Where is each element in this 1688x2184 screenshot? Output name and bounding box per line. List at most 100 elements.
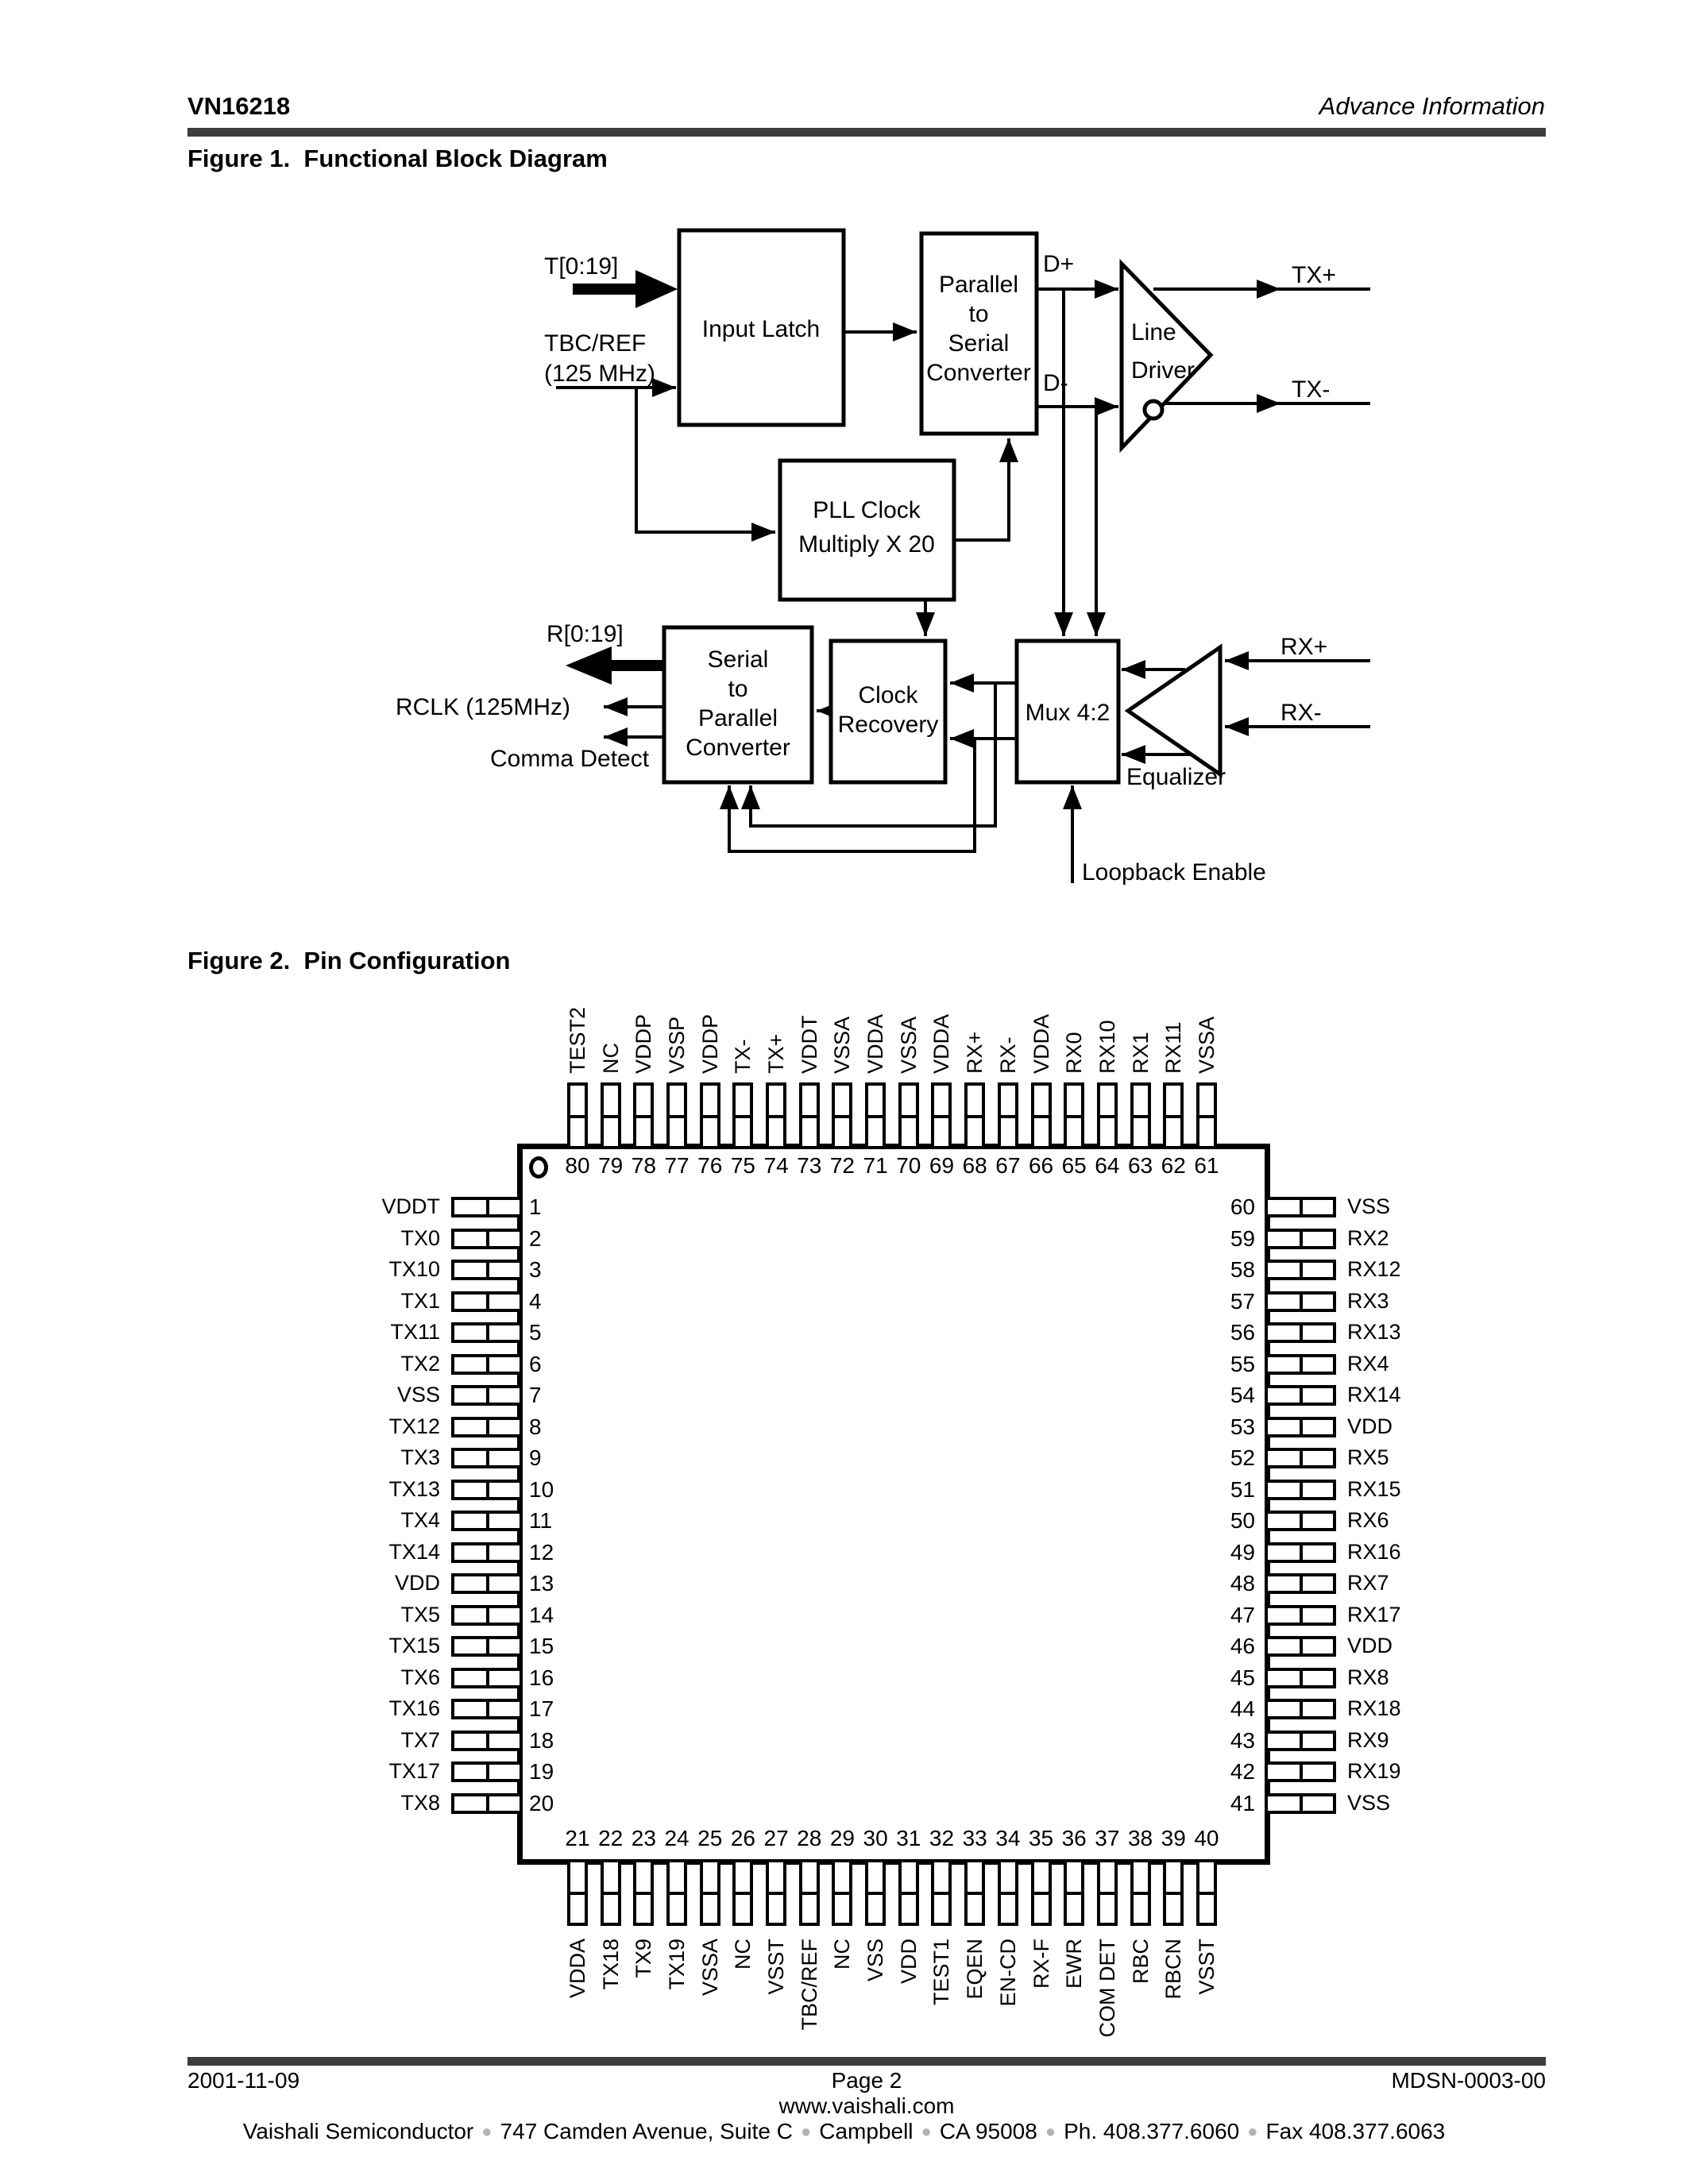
footer-address-part: CA 95008 [939,2119,1037,2143]
pin-35-body [1030,1859,1052,1926]
signal-label-d-minus: D- [1043,370,1068,396]
s2p-label-1: Serial [708,646,769,673]
inverter-bubble [1142,399,1165,421]
pin-12-body [451,1542,523,1563]
pin-24-number: 24 [664,1826,689,1850]
pin-divider [1033,1892,1049,1895]
pin-divider [900,1892,917,1895]
pin-14-body [451,1604,523,1626]
package-outline [517,1144,1270,1865]
pin-8-number: 8 [529,1414,542,1439]
pin-71-label: VDDA [863,1013,888,1074]
pin-9-label: TX3 [400,1445,440,1469]
pin-42-number: 42 [1230,1759,1255,1784]
pin-8-label: TX12 [388,1414,440,1438]
pin-divider [867,1115,884,1118]
pin-divider [1300,1764,1303,1780]
pin-51-number: 51 [1230,1476,1255,1502]
pin-44-body [1265,1699,1336,1719]
pin-24-label: TX19 [665,1939,689,1990]
pin-64-body [1096,1082,1118,1149]
pin-divider [486,1701,489,1717]
signal-label-tx-plus: TX+ [1292,262,1336,288]
pin-34-label: EN-CD [995,1939,1020,2007]
pin-divider [1300,1607,1303,1623]
pin-divider [486,1669,489,1686]
pin-43-body [1265,1730,1336,1751]
pin-44-label: RX18 [1347,1696,1401,1720]
pin-58-body [1265,1260,1336,1280]
pin-divider [1300,1199,1303,1215]
pin-divider [933,1115,950,1118]
pin-78-number: 78 [631,1153,656,1178]
pin-58-number: 58 [1230,1257,1255,1282]
s2p-label-2: to [728,676,747,702]
signal-label-tx-minus: TX- [1292,376,1330,403]
pin-divider [486,1607,489,1623]
pin-divider [1300,1230,1303,1247]
pin-59-number: 59 [1230,1225,1255,1251]
pin-26-label: NC [731,1939,755,1970]
pin-56-body [1265,1322,1336,1343]
pin-36-label: EWR [1062,1939,1087,1989]
pin-75-label: TX- [731,1039,755,1075]
pin-51-label: RX15 [1347,1476,1401,1501]
pin-68-body [964,1082,986,1149]
pin-divider [486,1513,489,1529]
pin-divider [486,1262,489,1278]
pin-34-body [997,1859,1018,1926]
figure2-title: Figure 2. Pin Configuration [187,947,511,974]
pin-3-body [451,1260,523,1280]
wire-loop-a [741,683,997,828]
pin-divider [967,1115,983,1118]
pin-5-number: 5 [529,1320,542,1345]
pin-divider [486,1732,489,1749]
footer-address: Vaishali Semiconductor●747 Camden Avenue… [0,2119,1688,2144]
signal-label-loopback: Loopback Enable [1082,859,1266,886]
pin-16-body [451,1667,523,1688]
pin-65-body [1064,1082,1085,1149]
pin-26-number: 26 [730,1826,755,1850]
pin-divider [486,1356,489,1372]
pin-65-number: 65 [1061,1153,1087,1178]
pin-divider [801,1115,817,1118]
pin-71-number: 71 [863,1153,888,1178]
pin-9-body [451,1448,523,1468]
pin-17-number: 17 [529,1696,554,1721]
pin-25-label: VSSA [697,1939,722,1997]
signal-label-r-bus: R[0:19] [547,621,624,647]
pin-72-label: VSSA [830,1016,855,1074]
figure1-title: Figure 1. Functional Block Diagram [187,145,608,172]
pll-box [778,458,956,602]
equalizer-triangle [1124,643,1223,778]
pin-33-number: 33 [962,1826,987,1850]
pin-25-number: 25 [697,1826,723,1850]
pin-55-body [1265,1353,1336,1375]
pin-divider [570,1115,585,1118]
pin-17-label: TX16 [388,1696,440,1720]
pin-divider [635,1892,652,1895]
pin-19-body [451,1761,523,1782]
pin-1-label: VDDT [381,1194,441,1218]
pin-42-body [1265,1761,1336,1782]
blocks [662,228,1223,785]
pin-29-label: NC [830,1939,855,1970]
figure1-diagram: Input Latch Parallel to Serial Converter… [396,228,1370,886]
pin-divider [486,1325,489,1341]
pin-divider [1066,1115,1083,1118]
line-driver-triangle [1119,258,1214,453]
pin-divider [1300,1481,1303,1498]
pin-41-label: VSS [1347,1790,1391,1815]
pin-divider [867,1892,884,1895]
pin-divider [602,1892,619,1895]
pin-6-body [451,1353,523,1375]
pin-56-label: RX13 [1347,1320,1401,1344]
pin-28-body [798,1859,820,1926]
pin-77-label: VSSP [665,1016,689,1074]
pin-divider [1300,1513,1303,1529]
pin-74-body [766,1082,787,1149]
pin-divider [999,1115,1016,1118]
pin-77-number: 77 [664,1153,689,1178]
pin-divider [768,1115,785,1118]
